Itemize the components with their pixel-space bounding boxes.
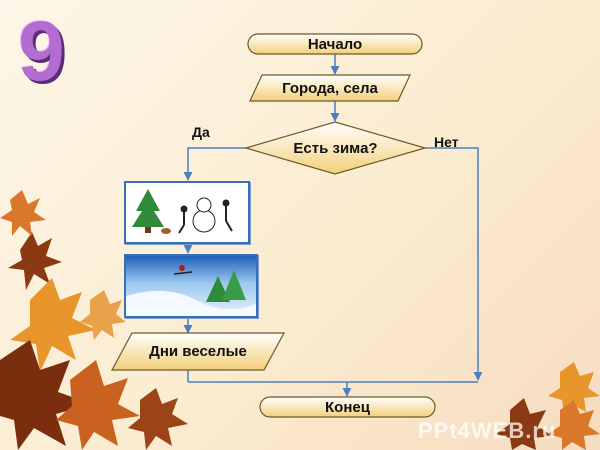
maple-leaf-icon xyxy=(8,232,62,290)
snowball-top xyxy=(196,197,212,213)
snowball-bottom xyxy=(192,209,216,233)
maple-leaf-icon xyxy=(548,362,600,414)
input-label: Города, села xyxy=(282,79,378,97)
stick-figure-legs xyxy=(178,224,185,234)
watermark: PPt4WEB.ru xyxy=(418,418,557,443)
stick-figure-head xyxy=(222,199,230,207)
maple-leaf-icon xyxy=(128,388,188,450)
connectors xyxy=(183,54,483,397)
skier-skis xyxy=(173,271,193,275)
autumn-leaves-decoration xyxy=(0,190,600,450)
end-label: Конец xyxy=(325,398,370,416)
start-terminator xyxy=(247,33,423,55)
output-parallelogram xyxy=(110,332,286,371)
tree-trunk xyxy=(145,227,151,233)
maple-leaf-icon xyxy=(56,360,140,450)
fir-tree-icon xyxy=(222,270,246,300)
slide-number: 9 xyxy=(18,4,65,98)
decision-diamond xyxy=(243,121,428,175)
decision-label: Есть зима? xyxy=(293,139,378,157)
fir-tree-icon xyxy=(132,189,164,227)
maple-leaf-icon xyxy=(10,278,96,372)
skier-icon xyxy=(179,265,185,271)
winter-landscape-picture xyxy=(124,254,258,318)
dog-icon xyxy=(161,228,171,234)
connector-yes-branch xyxy=(183,147,246,181)
maple-leaf-icon xyxy=(80,290,126,340)
maple-leaf-icon xyxy=(496,398,552,450)
ski-slope xyxy=(126,290,256,316)
start-label: Начало xyxy=(307,35,363,53)
maple-leaf-icon xyxy=(0,190,46,236)
end-terminator xyxy=(259,396,436,418)
maple-leaf-icon xyxy=(0,340,92,450)
stick-figure-head xyxy=(180,205,188,213)
winter-snowman-picture xyxy=(124,181,250,244)
maple-leaf-icon xyxy=(548,400,600,450)
yes-branch-label: Да xyxy=(192,124,210,140)
input-parallelogram xyxy=(249,74,411,102)
connector-no-branch xyxy=(425,147,483,381)
no-branch-label: Нет xyxy=(434,134,459,150)
output-label: Дни веселые xyxy=(149,343,247,360)
stick-figure-legs xyxy=(225,220,233,232)
